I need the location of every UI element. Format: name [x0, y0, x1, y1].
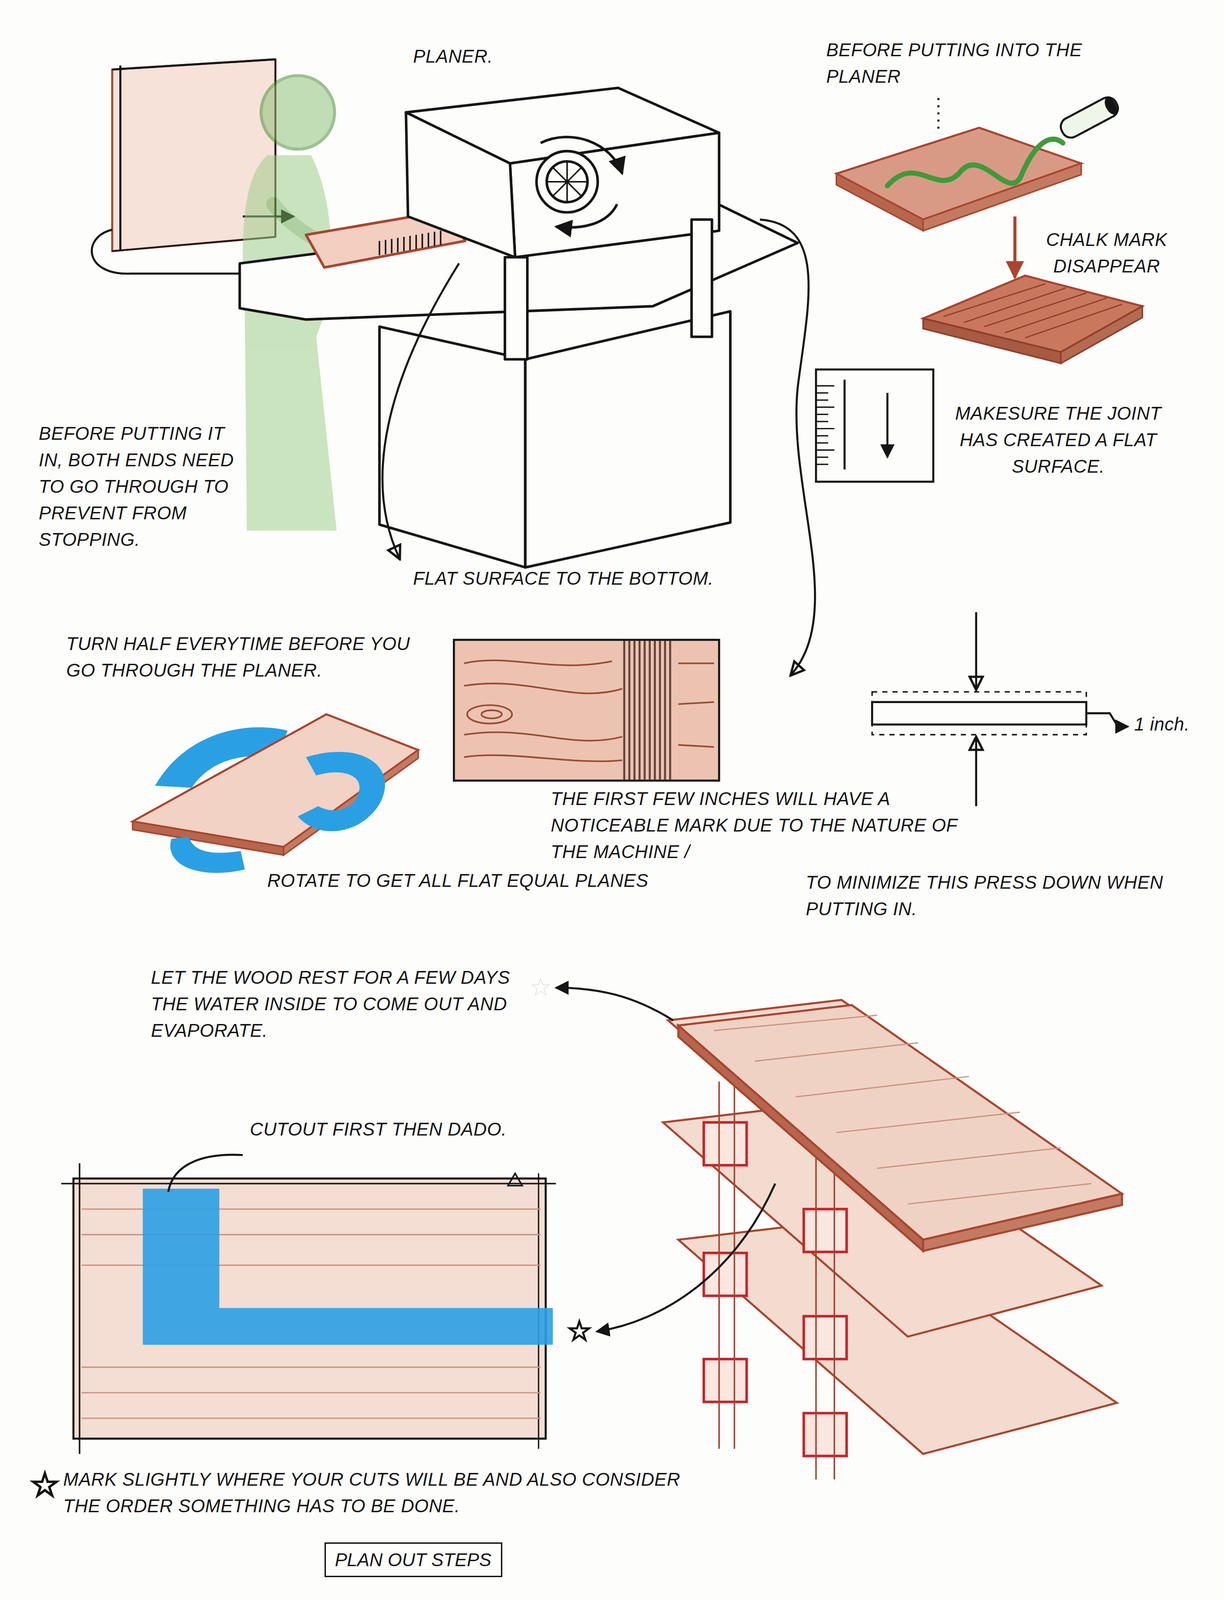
star-mark [569, 1320, 589, 1340]
annotation-text: TURN HALF EVERYTIME BEFORE YOU GO THROUG… [66, 630, 419, 684]
step-box: PLAN OUT STEPS [324, 1542, 503, 1577]
annotation-text: BEFORE PUTTING INTO THE PLANER [826, 36, 1097, 90]
annotation-text: MAKESURE THE JOINT HAS CREATED A FLAT SU… [948, 399, 1168, 480]
annotation-text: CHALK MARK DISAPPEAR [1025, 226, 1189, 280]
annotation-text: PLANER. [413, 42, 556, 70]
leader-line [596, 1183, 776, 1332]
annotation-text: THE FIRST FEW INCHES WILL HAVE A NOTICEA… [550, 785, 964, 865]
board-with-snipe [453, 639, 719, 781]
planer-machine [239, 87, 798, 568]
annotation-text: TO MINIMIZE THIS PRESS DOWN WHEN PUTTING… [805, 868, 1189, 922]
ruler-gauge [815, 369, 934, 482]
star-mark [33, 1473, 57, 1496]
annotation-text: CUTOUT FIRST THEN DADO. [250, 1115, 536, 1143]
thickness-diagram [872, 612, 1129, 806]
leader-line [382, 263, 459, 559]
stacked-boards [663, 999, 1123, 1480]
annotation-text: FLAT SURFACE TO THE BOTTOM. [413, 564, 842, 592]
annotation-text: LET THE WOOD REST FOR A FEW DAYS THE WAT… [150, 963, 521, 1044]
annotation-text: 1 inch. [1134, 710, 1220, 738]
chalked-board [836, 94, 1122, 278]
cutout-plan-board [61, 1154, 556, 1454]
annotation-text: MARK SLIGHTLY WHERE YOUR CUTS WILL BE AN… [63, 1465, 716, 1519]
leader-line [760, 219, 816, 676]
planed-board [923, 275, 1143, 364]
rotating-board [132, 714, 419, 873]
step-text: PLAN OUT STEPS [335, 1546, 492, 1573]
star-mark [532, 978, 550, 996]
leader-line [555, 987, 674, 1021]
annotation-text: BEFORE PUTTING IT IN, BOTH ENDS NEED TO … [38, 420, 235, 553]
annotation-text: ROTATE TO GET ALL FLAT EQUAL PLANES [267, 867, 798, 894]
